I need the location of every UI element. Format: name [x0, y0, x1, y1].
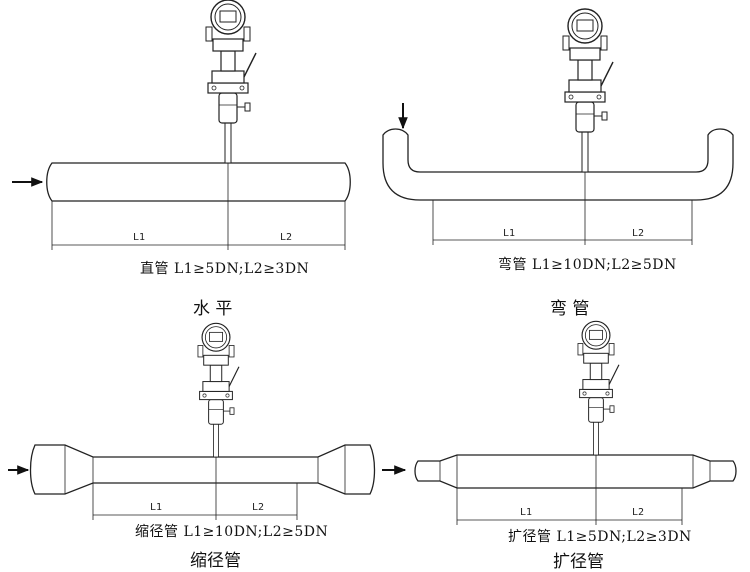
flowmeter-icon [577, 320, 620, 456]
dim-label-l2: L2 [632, 507, 644, 518]
flowmeter-icon [205, 0, 257, 164]
dim-label-l2: L2 [252, 502, 264, 513]
panel-title: 缩径管 [190, 551, 241, 571]
panel-horizontal: L1 L2 [12, 0, 351, 250]
dimension-lines [432, 200, 693, 245]
dimension-lines [456, 488, 683, 525]
panel-title: 扩径管 [553, 552, 604, 572]
straight-pipe [46, 162, 351, 202]
dim-label-l1: L1 [503, 228, 515, 239]
panel-elbow: L1 L2 [382, 8, 734, 245]
spec-label: 直管 L1≥5DN;L2≥3DN [140, 261, 310, 277]
panel-reducer: L1 L2 [8, 322, 376, 520]
flowmeter-icon [562, 8, 614, 173]
dim-label-l1: L1 [133, 232, 145, 243]
panel-expander: L1 L2 [382, 320, 737, 525]
spec-label: 扩径管 L1≥5DN;L2≥3DN [508, 529, 692, 545]
dimension-lines [92, 483, 298, 520]
expander-pipe [414, 454, 737, 489]
dim-label-l1: L1 [520, 507, 532, 518]
u-shaped-pipe [382, 128, 734, 201]
reducer-pipe [29, 444, 376, 495]
panel-title: 水 平 [193, 299, 233, 319]
flowmeter-icon [197, 322, 240, 458]
dim-label-l2: L2 [280, 232, 292, 243]
spec-label: 弯管 L1≥10DN;L2≥5DN [498, 257, 677, 273]
dim-label-l2: L2 [632, 228, 644, 239]
dimension-lines [51, 201, 346, 250]
panel-title: 弯 管 [550, 299, 590, 319]
spec-label: 缩径管 L1≥10DN;L2≥5DN [135, 524, 329, 540]
dim-label-l1: L1 [150, 502, 162, 513]
